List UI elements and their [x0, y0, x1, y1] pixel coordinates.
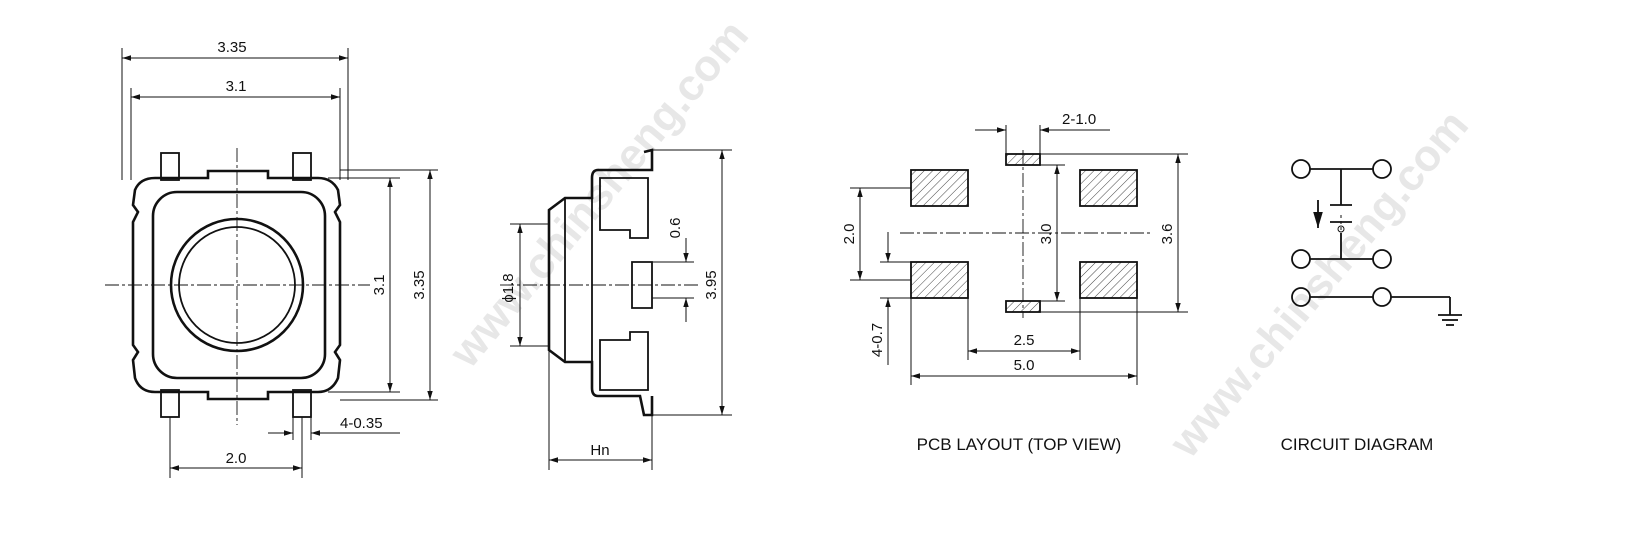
watermark-group: www.chinsheng.com www.chinsheng.com: [439, 11, 1477, 467]
pad-top-right: [1079, 169, 1138, 207]
dim-body-width: 3.1: [226, 78, 247, 95]
dim-body-height: 3.1: [371, 275, 388, 296]
dim-inner-v: 3.0: [1038, 224, 1055, 245]
pcb-layout-caption: PCB LAYOUT (TOP VIEW): [917, 435, 1122, 454]
dim-height: Hn: [590, 442, 609, 459]
pad-top-left: [910, 169, 969, 207]
pin-top-right: [292, 152, 312, 181]
pin-bottom-right: [292, 389, 312, 418]
dim-pin-width: 4-0.35: [340, 415, 383, 432]
dim-inner-h: 2.5: [1014, 332, 1035, 349]
dim-pin-spacing: 2.0: [226, 450, 247, 467]
side-view: ϕ1.8 0.6 3.95 Hn: [500, 148, 732, 470]
front-view: 3.35 3.1 3.1 3.35 2.0 4-0.35: [105, 39, 438, 478]
dim-overall-width: 3.35: [217, 39, 246, 56]
dim-stem-diameter: ϕ1.8: [500, 273, 517, 302]
watermark-left: www.chinsheng.com: [439, 11, 757, 377]
pin-top-left: [160, 152, 180, 181]
circuit-diagram: CIRCUIT DIAGRAM: [1281, 159, 1462, 454]
outer-body: [131, 169, 342, 401]
pad-bottom-left: [910, 261, 969, 299]
pad-bottom-right: [1079, 261, 1138, 299]
dim-outer-v: 3.6: [1159, 224, 1176, 245]
dim-outer-h: 5.0: [1014, 357, 1035, 374]
pin-bottom-left: [160, 389, 180, 418]
circuit-diagram-caption: CIRCUIT DIAGRAM: [1281, 435, 1434, 454]
dim-overall-height: 3.35: [411, 270, 428, 299]
dim-total-length: 3.95: [703, 270, 720, 299]
dim-pad-pitch-v: 2.0: [841, 224, 858, 245]
dim-terminal: 0.6: [667, 218, 684, 239]
pcb-layout: 2-1.0 2.0 4-0.7 3.0 3.6 2.5 5.0 PCB LAYO…: [841, 111, 1188, 454]
dim-pad-width: 4-0.7: [869, 323, 886, 357]
dim-small-pad: 2-1.0: [1062, 111, 1096, 128]
watermark-right: www.chinsheng.com: [1159, 101, 1477, 467]
